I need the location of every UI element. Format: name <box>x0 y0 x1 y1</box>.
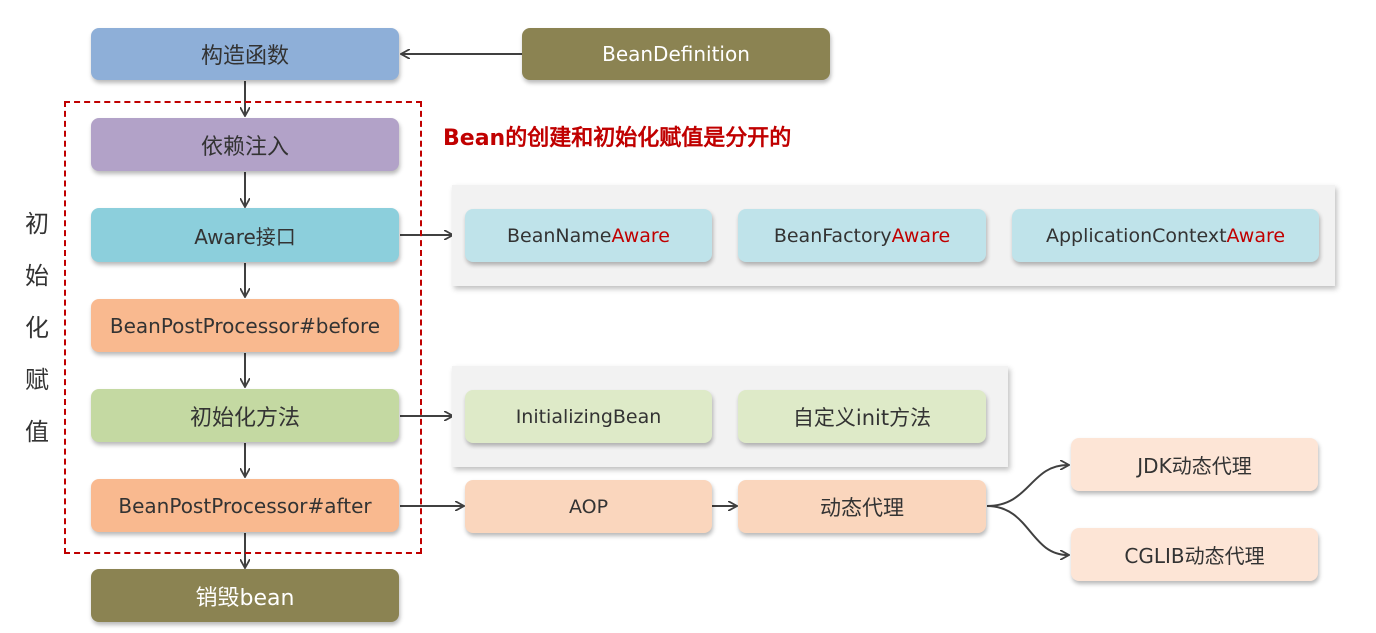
aware-accent: Aware <box>1226 224 1286 247</box>
aware-interface-box: Aware接口 <box>91 208 399 262</box>
aware-accent: Aware <box>891 224 951 247</box>
side-label-char: 值 <box>25 418 49 446</box>
arrow-proxy-to-cglib <box>986 505 1068 555</box>
separation-note: Bean的创建和初始化赋值是分开的 <box>443 126 792 151</box>
bean-definition-box: BeanDefinition <box>522 28 830 80</box>
dependency-injection-box: 依赖注入 <box>91 118 399 171</box>
side-label-char: 赋 <box>25 366 49 394</box>
post-processor-before-box: BeanPostProcessor#before <box>91 299 399 352</box>
side-label-char: 初 <box>25 210 49 238</box>
aware-prefix: BeanFactory <box>773 224 892 247</box>
aware-accent: Aware <box>611 224 670 247</box>
side-label: 初 始 化 赋 值 <box>22 198 52 458</box>
arrow-proxy-to-jdk <box>986 465 1068 507</box>
aware-prefix: ApplicationContext <box>1045 224 1227 247</box>
aop-box: AOP <box>465 480 712 533</box>
cglib-proxy-box: CGLIB动态代理 <box>1071 528 1318 581</box>
custom-init-method-box: 自定义init方法 <box>738 390 986 443</box>
init-method-box: 初始化方法 <box>91 389 399 442</box>
jdk-proxy-box: JDK动态代理 <box>1071 438 1318 491</box>
side-label-char: 化 <box>25 314 49 342</box>
post-processor-after-box: BeanPostProcessor#after <box>91 479 399 532</box>
initialization-frame <box>64 101 422 554</box>
destroy-bean-box: 销毁bean <box>91 569 399 622</box>
dynamic-proxy-box: 动态代理 <box>738 480 986 533</box>
side-label-char: 始 <box>25 262 49 290</box>
initializing-bean-box: InitializingBean <box>465 390 712 443</box>
constructor-box: 构造函数 <box>91 28 399 80</box>
aware-prefix: BeanName <box>507 224 612 247</box>
